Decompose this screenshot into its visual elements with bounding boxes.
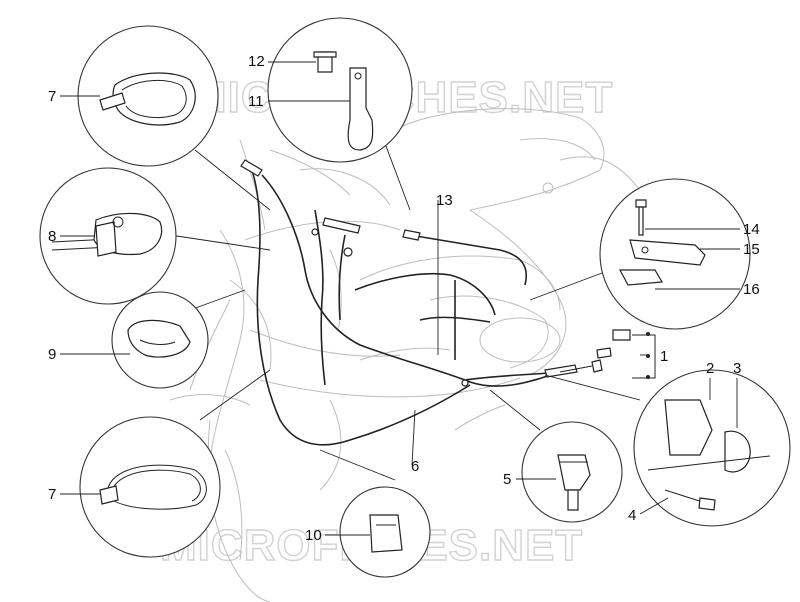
callout-5: 5 [503, 471, 511, 488]
callout-3: 3 [733, 360, 741, 377]
callout-1: 1 [660, 348, 668, 365]
callout-7-bottom: 7 [48, 486, 56, 503]
callout-15: 14 [743, 221, 760, 238]
detail-bubble-7-top [77, 25, 219, 167]
callout-8: 8 [48, 228, 56, 245]
detail-bubble-8 [39, 167, 177, 305]
callout-2: 2 [706, 360, 714, 377]
callout-13: 12 [248, 53, 265, 70]
callout-4: 4 [628, 507, 636, 524]
detail-bubble-14-15-16 [599, 178, 751, 330]
callout-9: 9 [48, 346, 56, 363]
detail-bubble-10 [339, 486, 431, 578]
detail-bubble-5 [521, 421, 623, 523]
callout-11: 13 [436, 192, 453, 209]
callouts: 7 12 11 8 9 7 10 13 6 5 1 2 3 4 14 15 16 [48, 53, 760, 544]
callout-10: 10 [305, 527, 322, 544]
detail-bubble-7-bottom [79, 416, 221, 558]
detail-bubble-9 [111, 291, 209, 389]
leader-lines [169, 129, 648, 481]
cable-routing [240, 159, 578, 446]
callout-7-top: 7 [48, 88, 56, 105]
scooter-outline [169, 108, 641, 602]
callout-14: 15 [743, 241, 760, 258]
callout-6: 6 [411, 458, 419, 475]
callout-16: 16 [743, 281, 760, 298]
callout-1-bracket [559, 329, 656, 379]
detail-bubble-2-3-4 [633, 369, 791, 527]
detail-bubble-12-13 [267, 17, 413, 163]
callout-12: 11 [248, 93, 264, 110]
